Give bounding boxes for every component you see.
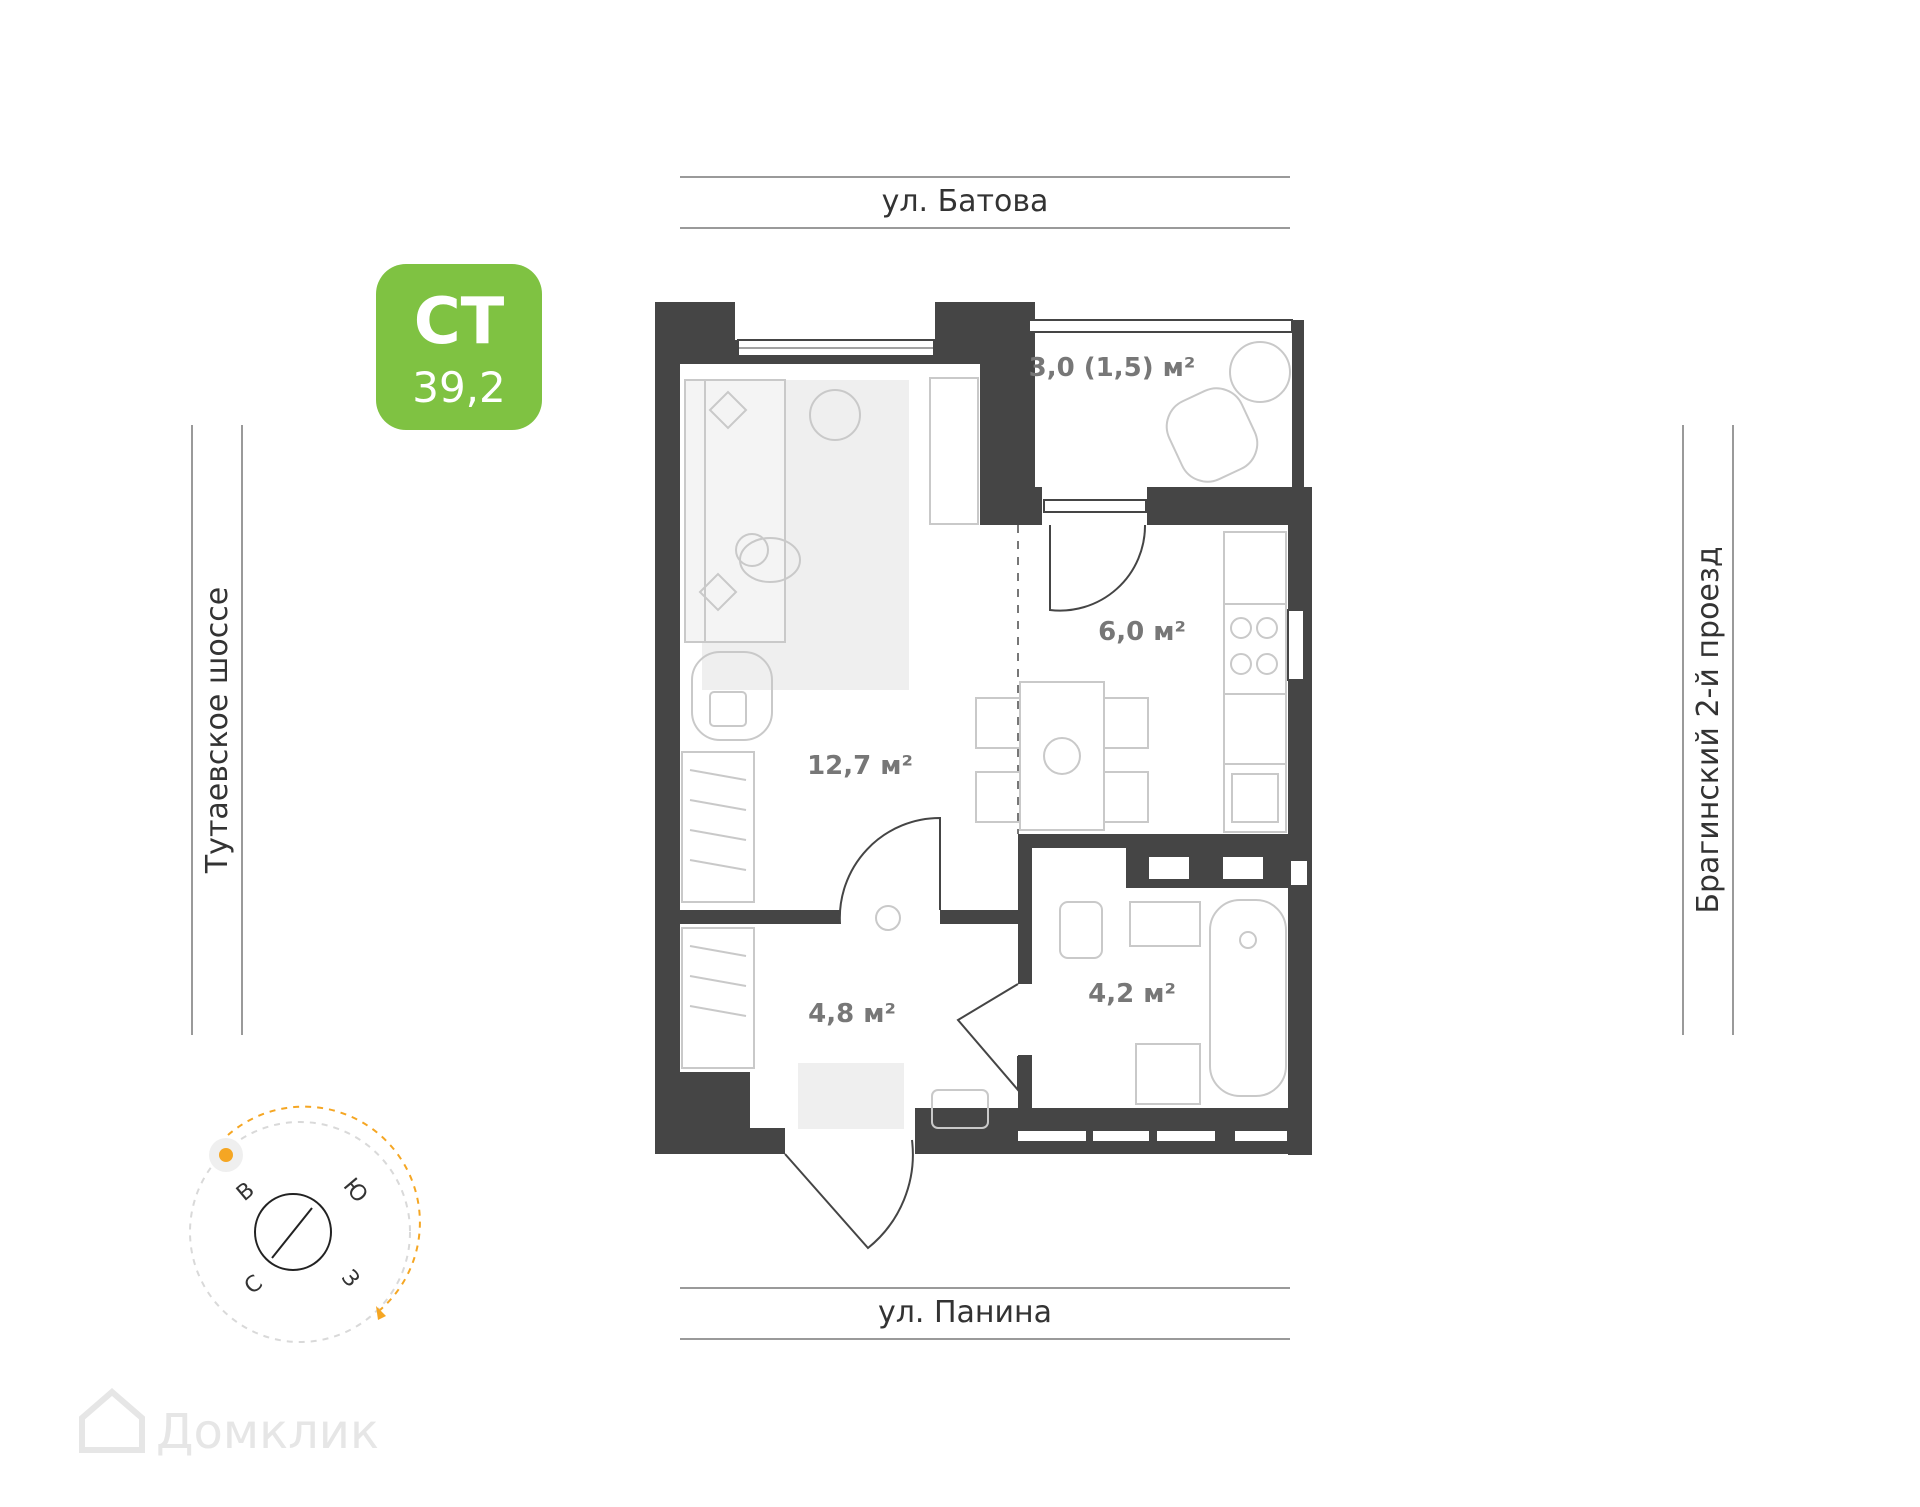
watermark-text: Домклик: [156, 1404, 379, 1460]
kitchen-counter-icon: [1223, 531, 1287, 833]
street-left-label: Тутаевское шоссе: [200, 587, 235, 874]
compass-outer-ring: [189, 1121, 411, 1343]
shelf-icon: [681, 751, 755, 903]
bathtub-icon: [1209, 899, 1287, 1097]
living-furniture: [681, 377, 979, 903]
compass-north: С: [240, 1271, 268, 1300]
street-bottom: ул. Панина: [680, 1287, 1290, 1340]
stove-icon: [1230, 617, 1252, 639]
room-door-icon: [838, 816, 941, 925]
balcony-furniture: [1165, 341, 1291, 483]
badge-area: 39,2: [412, 363, 506, 412]
dining-table-icon: [1019, 681, 1105, 831]
walking-person-icon: [875, 905, 901, 931]
hall-wardrobe-icon: [681, 927, 755, 1069]
pillow-icon: [698, 572, 738, 612]
pillow-icon: [708, 390, 748, 430]
area-kitchen: 6,0 м²: [1098, 617, 1186, 647]
rug-hall: [798, 1063, 904, 1129]
wardrobe-icon: [929, 377, 979, 525]
sink-icon: [1231, 773, 1279, 823]
bathroom-fixtures: [1059, 899, 1287, 1105]
watermark: Домклик: [79, 1388, 379, 1460]
balcony-door-icon: [1049, 524, 1147, 612]
plant-icon: [1043, 737, 1081, 775]
street-left: Тутаевское шоссе: [191, 425, 243, 1035]
balcony-armchair-icon: [1165, 387, 1259, 483]
area-living: 12,7 м²: [807, 751, 913, 781]
hall-furniture: [681, 905, 989, 1129]
badge-type: СТ: [414, 285, 505, 359]
bathroom-sink-icon: [1129, 901, 1201, 947]
washing-machine-icon: [1135, 1043, 1201, 1105]
person-icon: [735, 533, 769, 567]
street-right-label: Брагинский 2-й проезд: [1691, 546, 1726, 913]
sun-icon: [219, 1148, 233, 1162]
badge-background: [376, 264, 542, 430]
side-table-icon: [809, 389, 861, 441]
doors: [784, 524, 1147, 1250]
street-bottom-label: ул. Панина: [878, 1295, 1052, 1330]
sun-path: [227, 1105, 421, 1311]
compass-west: З: [336, 1265, 364, 1292]
shoe-rack-icon: [931, 1089, 989, 1129]
area-bathroom: 4,2 м²: [1088, 979, 1176, 1009]
armchair-icon: [691, 651, 773, 741]
kitchen-furniture: [975, 531, 1287, 833]
street-top-label: ул. Батова: [882, 184, 1049, 219]
windows: [737, 319, 1309, 1143]
sofa-icon: [684, 379, 786, 643]
compass-south: Ю: [338, 1174, 372, 1208]
compass-east: В: [232, 1178, 260, 1207]
compass: В Ю С З: [189, 1105, 421, 1343]
watermark-house-icon: [79, 1388, 145, 1453]
compass-needle: [271, 1207, 313, 1259]
room-labels: 3,0 (1,5) м² 12,7 м² 6,0 м² 4,8 м² 4,2 м…: [807, 353, 1195, 1029]
compass-dial: [254, 1193, 332, 1271]
toilet-icon: [1059, 901, 1103, 959]
street-top: ул. Батова: [680, 176, 1290, 229]
walls: [655, 302, 1312, 1155]
area-hall: 4,8 м²: [808, 999, 896, 1029]
street-right: Брагинский 2-й проезд: [1682, 425, 1734, 1035]
bathroom-door-icon: [956, 983, 1019, 1093]
area-balcony: 3,0 (1,5) м²: [1029, 353, 1196, 383]
apartment-badge: СТ 39,2: [376, 264, 542, 430]
sun-path-arrow-icon: [376, 1306, 386, 1320]
balcony-table-icon: [1229, 341, 1291, 403]
entrance-door-icon: [784, 1139, 914, 1250]
